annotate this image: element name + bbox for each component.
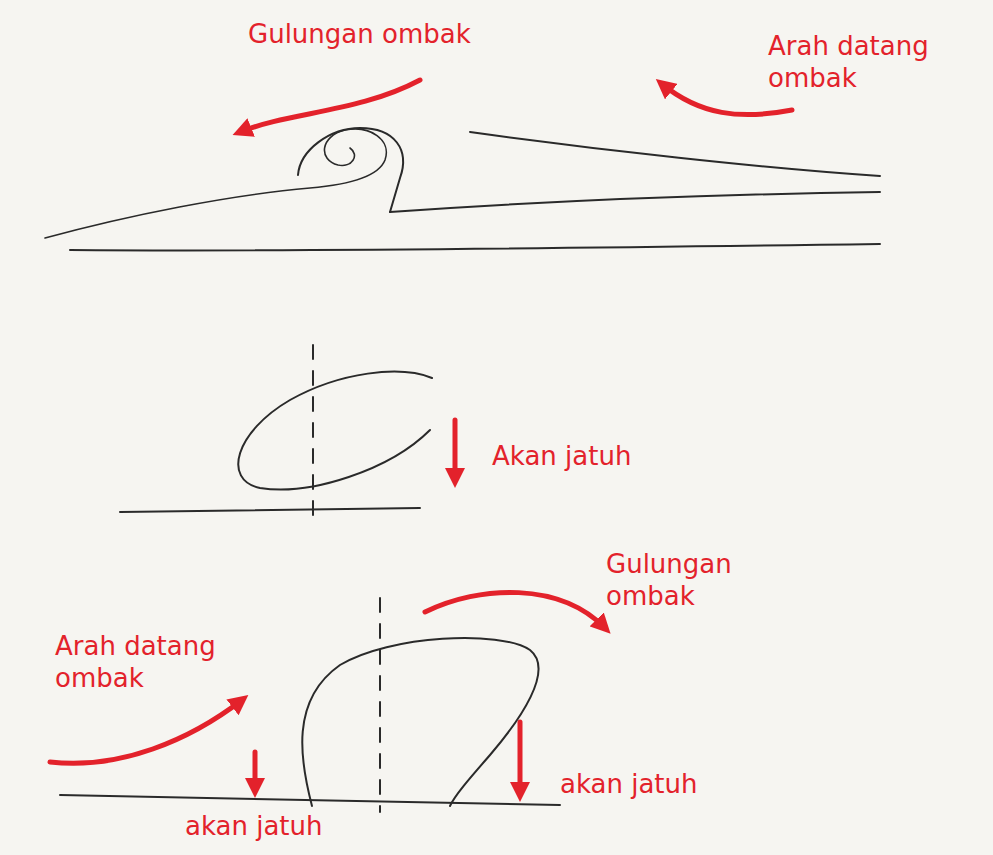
handwritten-label: akan jatuh xyxy=(185,810,323,842)
pencil-lines xyxy=(45,128,880,812)
red-arrows xyxy=(50,80,792,794)
handwritten-label: Gulungan ombak xyxy=(606,548,776,612)
handwritten-label: Akan jatuh xyxy=(492,440,631,472)
handwritten-label: Gulungan ombak xyxy=(248,18,471,50)
handwritten-label: akan jatuh xyxy=(560,768,698,800)
handwritten-label: Arah datang ombak xyxy=(55,630,265,694)
handwritten-label: Arah datang ombak xyxy=(768,30,973,94)
